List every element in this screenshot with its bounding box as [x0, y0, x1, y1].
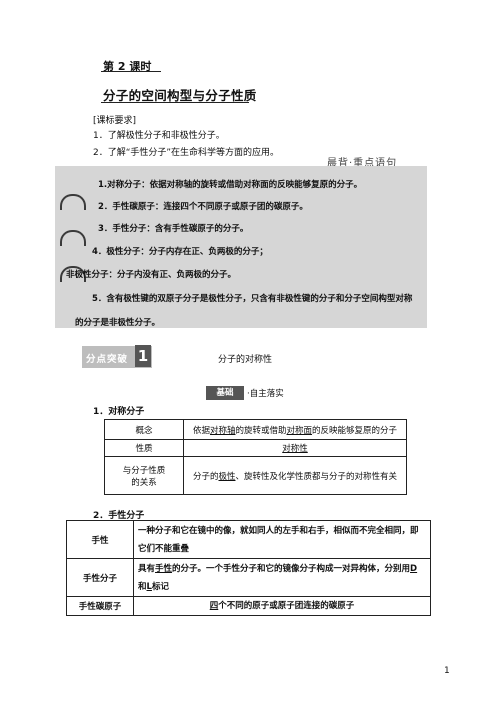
underlined-term: L: [146, 581, 152, 592]
table-value: 分子的极性、旋转性及化学性质都与分子的对称性有关: [183, 456, 407, 495]
lesson-underline: [101, 71, 161, 72]
text: 依据: [192, 425, 210, 436]
text: 的关系: [131, 477, 157, 488]
subsection-heading: 1．对称分子: [93, 407, 145, 417]
table-row: 概念 依据对称轴的旋转或借助对称面的反映能够复原的分子: [104, 419, 407, 440]
section-badge-label: 分点突破: [86, 354, 129, 365]
underlined-term: 极性: [218, 471, 236, 482]
text: 和: [138, 581, 147, 592]
key-point: 3．手性分子：含有手性碳原子的分子。: [98, 224, 249, 234]
text: 一种分子和它在镜中的像，就如同人的左手和右手，相似而不完全相同，即: [138, 525, 419, 536]
requirement-item: 1．了解极性分子和非极性分子。: [93, 131, 225, 141]
underlined-term: 对称轴: [209, 425, 236, 436]
table-row: 手性碳原子 四个不同的原子或原子团连接的碳原子: [66, 596, 431, 616]
section-badge: [82, 346, 152, 368]
binder-ring-icon: [60, 266, 86, 282]
text: 、旋转性及化学性质都与分子的对称性有关: [235, 471, 398, 482]
key-point: 5．含有极性键的双原子分子是极性分子，只含有非极性键的分子和分子空间构型对称: [92, 294, 413, 304]
text: 的反映能够复原的分子: [312, 425, 398, 436]
base-badge: 基础: [206, 386, 244, 400]
text: 与分子性质: [122, 465, 166, 476]
table-value: 具有手性的分子。一个手性分子和它的镜像分子构成一对异构体，分别用D 和L标记: [133, 558, 431, 597]
key-point: 4．极性分子：分子内存在正、负两极的分子；: [92, 247, 268, 257]
key-point: 的分子是非极性分子。: [75, 318, 161, 328]
table-key: 手性: [66, 520, 134, 559]
text: 它们不能重叠: [138, 543, 190, 554]
underlined-term: 手性: [155, 563, 173, 574]
key-point: 2．手性碳原子：连接四个不同原子或原子团的碳原子。: [98, 202, 308, 212]
text: 标记: [151, 581, 169, 592]
page-number: 1: [444, 666, 450, 676]
underlined-term: 四: [209, 601, 219, 611]
table-value: 四个不同的原子或原子团连接的碳原子: [133, 596, 431, 616]
binder-ring-icon: [60, 194, 86, 210]
table-value: 一种分子和它在镜中的像，就如同人的左手和右手，相似而不完全相同，即它们不能重叠: [133, 520, 431, 559]
page-title: 分子的空间构型与分子性质: [103, 88, 257, 103]
panel-heading: 晨背·重点语句: [327, 158, 398, 169]
table-key: 概念: [104, 419, 184, 440]
lesson-label: 第 2 课时: [103, 60, 152, 73]
text: 的旋转或借助: [235, 425, 287, 436]
key-points-panel: [55, 166, 427, 328]
table-row: 与分子性质的关系 分子的极性、旋转性及化学性质都与分子的对称性有关: [104, 456, 407, 495]
chiral-molecule-table: 手性 一种分子和它在镜中的像，就如同人的左手和右手，相似而不完全相同，即它们不能…: [66, 520, 431, 616]
symmetric-molecule-table: 概念 依据对称轴的旋转或借助对称面的反映能够复原的分子 性质 对称性 与分子性质…: [104, 419, 407, 495]
subsection-heading: 2．手性分子: [93, 511, 145, 521]
requirement-item: 2．了解“手性分子”在生命科学等方面的应用。: [93, 148, 280, 158]
requirements-heading: [课标要求]: [93, 116, 137, 126]
title-underline: [101, 102, 249, 103]
table-key: 性质: [104, 439, 184, 457]
table-row: 手性 一种分子和它在镜中的像，就如同人的左手和右手，相似而不完全相同，即它们不能…: [66, 520, 431, 559]
table-value: 依据对称轴的旋转或借助对称面的反映能够复原的分子: [183, 419, 407, 440]
table-value: 对称性: [183, 439, 407, 457]
table-row: 性质 对称性: [104, 439, 407, 457]
underlined-term: D: [410, 563, 418, 574]
key-point: 非极性分子：分子内没有正、负两极的分子。: [66, 270, 237, 280]
underlined-term: 对称性: [282, 444, 308, 454]
table-key: 手性分子: [66, 558, 134, 597]
section-title: 分子的对称性: [218, 355, 273, 365]
table-key: 与分子性质的关系: [104, 456, 184, 495]
table-row: 手性分子 具有手性的分子。一个手性分子和它的镜像分子构成一对异构体，分别用D 和L…: [66, 558, 431, 597]
text: 个不同的原子或原子团连接的碳原子: [218, 601, 355, 611]
text: 的分子。一个手性分子和它的镜像分子构成一对异构体，分别用: [172, 563, 411, 574]
section-badge-number: 1: [135, 345, 151, 367]
text: 分子的: [192, 471, 219, 482]
underlined-term: 对称面: [286, 425, 313, 436]
binder-ring-icon: [60, 230, 86, 246]
table-key: 手性碳原子: [66, 596, 134, 616]
base-subtitle: ·自主落实: [247, 389, 284, 399]
text: 具有: [138, 563, 156, 574]
key-point: 1.对称分子：依据对称轴的旋转或借助对称面的反映能够复原的分子。: [98, 180, 363, 190]
